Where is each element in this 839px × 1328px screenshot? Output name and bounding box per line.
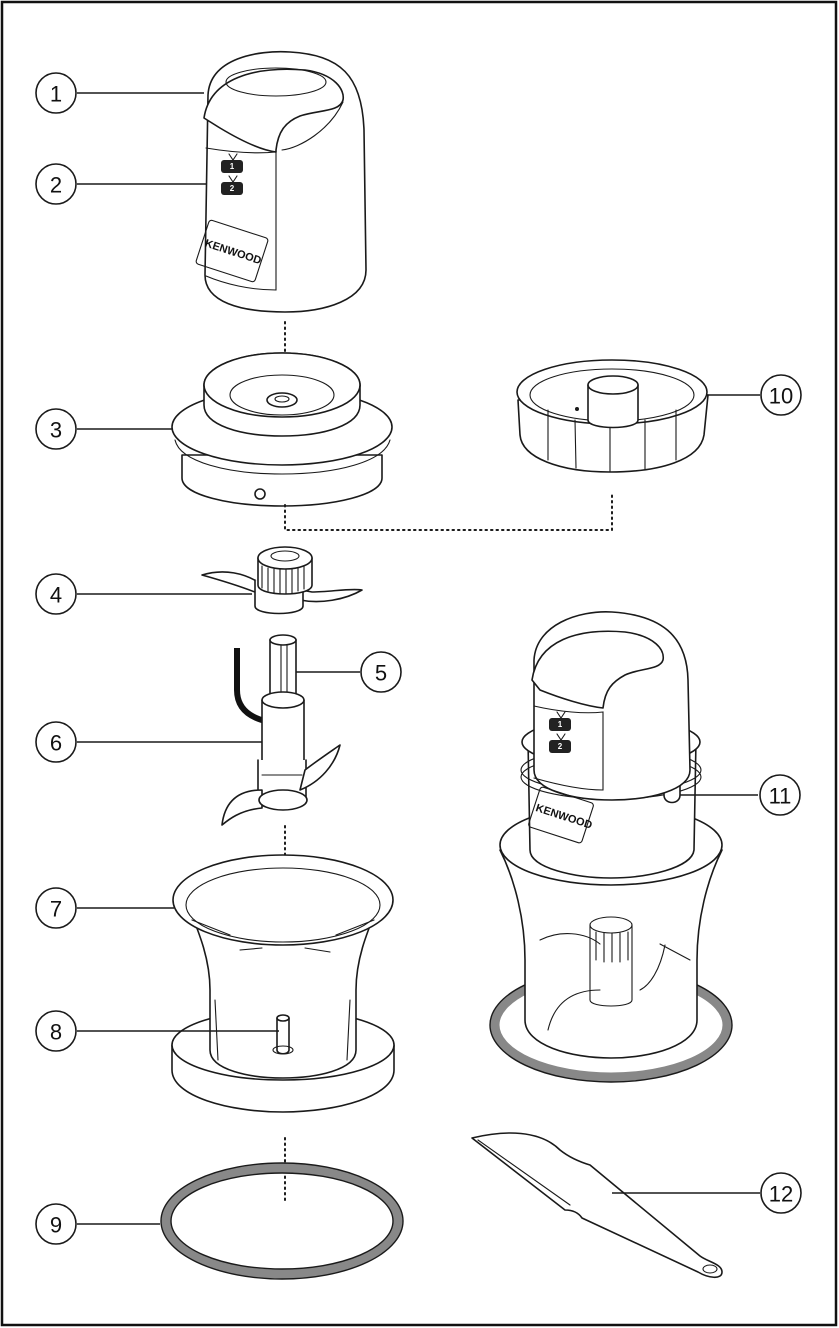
storage-lid: [516, 359, 709, 473]
callout-8-number: 8: [50, 1020, 62, 1045]
callout-9: 9: [35, 1203, 77, 1245]
assembled-chopper: [489, 611, 733, 1083]
callout-2: 2: [35, 163, 77, 205]
callout-5-number: 5: [375, 661, 387, 686]
callout-8: 8: [35, 1010, 77, 1052]
callout-1: 1: [35, 72, 77, 114]
assembled-speed-buttons: 1 2: [549, 711, 571, 753]
callout-4-number: 4: [50, 583, 62, 608]
callout-3: 3: [35, 408, 77, 450]
leader-lines: [77, 92, 760, 1225]
speed-2-label: 2: [230, 184, 235, 193]
assembled-speed-2-label: 2: [558, 742, 563, 751]
callout-7-number: 7: [50, 897, 62, 922]
assembled-speed-1-badge: [549, 718, 571, 731]
motor-unit: [203, 50, 367, 313]
callout-9-number: 9: [50, 1213, 62, 1238]
callout-6: 6: [35, 721, 77, 763]
callout-2-number: 2: [50, 173, 62, 198]
speed-1-badge: [221, 160, 243, 173]
callout-7: 7: [35, 887, 77, 929]
speed-buttons: 1 2: [221, 153, 243, 195]
upper-blade: [201, 546, 363, 615]
spatula: [471, 1132, 723, 1279]
blade-shaft: [261, 634, 305, 777]
assembled-speed-2-badge: [549, 740, 571, 753]
callout-4: 4: [35, 573, 77, 615]
callout-11-number: 11: [769, 784, 792, 809]
alignment-dots-2: [284, 491, 613, 531]
callout-12: 12: [760, 1172, 802, 1214]
lower-blade: [221, 744, 341, 826]
callout-10: 10: [760, 374, 802, 416]
callout-6-number: 6: [50, 731, 62, 756]
non-slip-base-ring: [160, 1162, 404, 1280]
lid: [171, 352, 393, 507]
callout-5: 5: [360, 651, 402, 693]
bowl-spindle: [272, 1014, 294, 1055]
callout-12-number: 12: [769, 1182, 793, 1207]
callout-1-number: 1: [50, 82, 62, 107]
callout-3-number: 3: [50, 418, 62, 443]
callout-10-number: 10: [769, 384, 793, 409]
speed-2-badge: [221, 182, 243, 195]
bowl: [171, 854, 395, 1113]
assembled-speed-1-label: 1: [558, 720, 563, 729]
speed-1-label: 1: [230, 162, 235, 171]
callout-11: 11: [759, 774, 801, 816]
